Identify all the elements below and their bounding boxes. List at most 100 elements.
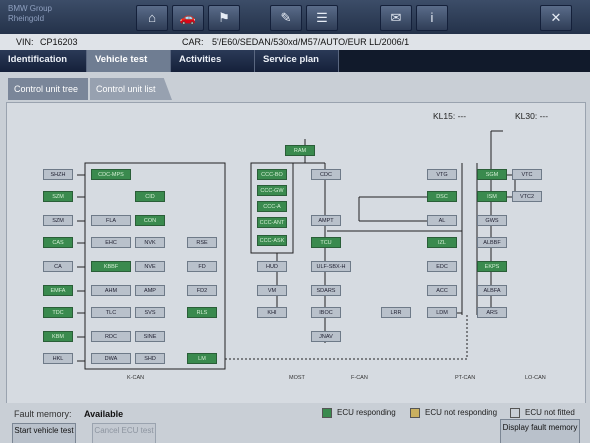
app-title-line2: Rheingold (8, 14, 45, 23)
ecu-lm[interactable]: LM (187, 353, 217, 364)
ecu-cdc-mps[interactable]: CDC-MPS (91, 169, 131, 180)
most-ring (250, 162, 294, 254)
ecu-cid[interactable]: CID (135, 191, 165, 202)
ecu-sgm[interactable]: SGM (477, 169, 507, 180)
ecu-vtg[interactable]: VTG (427, 169, 457, 180)
kl15-status: KL15: --- (433, 111, 467, 121)
car-icon[interactable]: 🚗 (172, 5, 204, 31)
ecu-dsc[interactable]: DSC (427, 191, 457, 202)
ecu-iboc[interactable]: IBOC (311, 307, 341, 318)
ecu-kbm[interactable]: KBM (43, 331, 73, 342)
ecu-gws[interactable]: GWS (477, 215, 507, 226)
tab-activities[interactable]: Activities (171, 50, 255, 72)
ecu-hud[interactable]: HUD (257, 261, 287, 272)
vin-value: CP16203 (40, 37, 78, 47)
home-icon[interactable]: ⌂ (136, 5, 168, 31)
wrench-icon[interactable]: ✎ (270, 5, 302, 31)
bus-label-most: MOST (289, 375, 305, 381)
ecu-shzh[interactable]: SHZH (43, 169, 73, 180)
ecu-acc[interactable]: ACC (427, 285, 457, 296)
ecu-shd[interactable]: SHD (135, 353, 165, 364)
close-icon[interactable]: ✕ (540, 5, 572, 31)
ecu-ekps[interactable]: EKPS (477, 261, 507, 272)
ecu-vm[interactable]: VM (257, 285, 287, 296)
app-title: BMW Group Rheingold (8, 4, 133, 30)
ecu-cdc[interactable]: CDC (311, 169, 341, 180)
tab-identification[interactable]: Identification (0, 50, 87, 72)
ecu-ehc[interactable]: EHC (91, 237, 131, 248)
ecu-vtc2[interactable]: VTC2 (512, 191, 542, 202)
bus-label-f-can: F-CAN (351, 375, 368, 381)
ecu-fd[interactable]: FD (187, 261, 217, 272)
ecu-edc[interactable]: EDC (427, 261, 457, 272)
ecu-nvk[interactable]: NVK (135, 237, 165, 248)
k-can-frame (84, 162, 226, 370)
ecu-ccc-bo[interactable]: CCC-BO (257, 169, 287, 180)
ecu-tcu[interactable]: TCU (311, 237, 341, 248)
ecu-ccc-a[interactable]: CCC-A (257, 201, 287, 212)
ecu-tdc[interactable]: TDC (43, 307, 73, 318)
ecu-sine[interactable]: SINE (135, 331, 165, 342)
ecu-ampt[interactable]: AMPT (311, 215, 341, 226)
ecu-ism[interactable]: ISM (477, 191, 507, 202)
ecu-fd2[interactable]: FD2 (187, 285, 217, 296)
tab-vehicle-test[interactable]: Vehicle test (87, 50, 171, 72)
subtab-control-unit-list[interactable]: Control unit list (90, 78, 172, 100)
ecu-ram[interactable]: RAM (285, 145, 315, 156)
info-icon[interactable]: i (416, 5, 448, 31)
ecu-vtc[interactable]: VTC (512, 169, 542, 180)
ecu-szm[interactable]: SZM (43, 215, 73, 226)
ecu-ccc-ask[interactable]: CCC-ASK (257, 235, 287, 246)
ecu-amp[interactable]: AMP (135, 285, 165, 296)
ecu-svs[interactable]: SVS (135, 307, 165, 318)
ecu-lrr[interactable]: LRR (381, 307, 411, 318)
cancel-ecu-test-button[interactable]: Cancel ECU test (92, 423, 156, 443)
legend-responding: ECU responding (322, 408, 396, 418)
ecu-albfa[interactable]: ALBFA (477, 285, 507, 296)
ecu-dwa[interactable]: DWA (91, 353, 131, 364)
ecu-rdc[interactable]: RDC (91, 331, 131, 342)
flag-icon[interactable]: ⚑ (208, 5, 240, 31)
toolbar: BMW Group Rheingold ⌂ 🚗 ⚑ ✎ ☰ ✉ i ✕ (0, 0, 590, 34)
ecu-al[interactable]: AL (427, 215, 457, 226)
ecu-khi[interactable]: KHI (257, 307, 287, 318)
bus-label-k-can: K-CAN (127, 375, 145, 381)
ecu-albbf[interactable]: ALBBF (477, 237, 507, 248)
ecu-kbbf[interactable]: KBBF (91, 261, 131, 272)
ecu-sdars[interactable]: SDARS (311, 285, 341, 296)
lo-can-line (225, 313, 468, 360)
ecu-hkl[interactable]: HKL (43, 353, 73, 364)
ecu-jnav[interactable]: JNAV (311, 331, 341, 342)
ecu-cas[interactable]: CAS (43, 237, 73, 248)
ecu-tlc[interactable]: TLC (91, 307, 131, 318)
vin-label: VIN: (16, 37, 34, 47)
legend-swatch-responding (322, 408, 332, 418)
ecu-szm[interactable]: SZM (43, 191, 73, 202)
bus-label-lo-can: LO-CAN (525, 375, 546, 381)
sub-tabs: Control unit tree Control unit list (0, 72, 590, 102)
car-value: 5'/E60/SEDAN/530xd/M57/AUTO/EUR LL/2006/… (212, 37, 410, 47)
subtab-control-unit-tree[interactable]: Control unit tree (8, 78, 88, 100)
ecu-rse[interactable]: RSE (187, 237, 217, 248)
car-label: CAR: (182, 37, 204, 47)
ecu-emfa[interactable]: EMFA (43, 285, 73, 296)
ecu-ahm[interactable]: AHM (91, 285, 131, 296)
ecu-fla[interactable]: FLA (91, 215, 131, 226)
control-unit-tree-panel: KL15: --- KL30: --- (6, 102, 586, 404)
ecu-ldm[interactable]: LDM (427, 307, 457, 318)
ecu-nve[interactable]: NVE (135, 261, 165, 272)
ecu-izl[interactable]: IZL (427, 237, 457, 248)
tab-service-plan[interactable]: Service plan (255, 50, 339, 72)
ecu-ars[interactable]: ARS (477, 307, 507, 318)
display-fault-memory-button[interactable]: Display fault memory (500, 419, 580, 443)
ecu-ca[interactable]: CA (43, 261, 73, 272)
start-vehicle-test-button[interactable]: Start vehicle test (12, 423, 76, 443)
ecu-ccc-gw[interactable]: CCC-GW (257, 185, 287, 196)
ecu-rls[interactable]: RLS (187, 307, 217, 318)
ecu-ulf-sbx-h[interactable]: ULF-SBX-H (311, 261, 351, 272)
ecu-con[interactable]: CON (135, 215, 165, 226)
footer: Fault memory: Available ECU responding E… (0, 403, 590, 443)
mail-icon[interactable]: ✉ (380, 5, 412, 31)
ecu-ccc-ant[interactable]: CCC-ANT (257, 217, 287, 228)
list-icon[interactable]: ☰ (306, 5, 338, 31)
